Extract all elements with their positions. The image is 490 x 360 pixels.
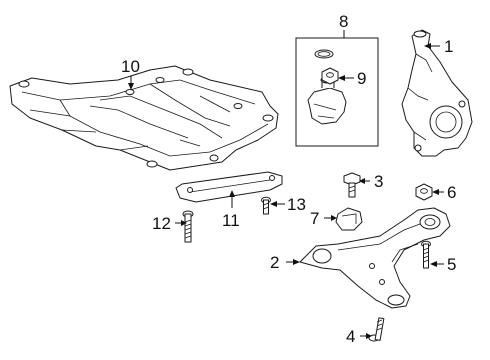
subframe-bolt bbox=[182, 210, 194, 243]
ball-joint-kit bbox=[307, 49, 347, 125]
callout-9: 9 bbox=[357, 69, 366, 88]
callout-8: 8 bbox=[339, 12, 348, 31]
callout-13: 13 bbox=[287, 195, 306, 214]
lock-nut bbox=[415, 183, 433, 201]
castle-nut bbox=[321, 67, 339, 85]
lower-control-arm bbox=[299, 207, 451, 309]
callout-12: 12 bbox=[152, 214, 171, 233]
arm-rear-bolt bbox=[421, 240, 431, 269]
brace-bolt bbox=[261, 196, 271, 215]
callout-2: 2 bbox=[270, 253, 279, 272]
callout-1: 1 bbox=[444, 37, 453, 56]
callout-5: 5 bbox=[447, 255, 456, 274]
callout-4: 4 bbox=[346, 327, 355, 346]
ball-joint-kit-box bbox=[295, 37, 379, 147]
callout-10: 10 bbox=[121, 57, 140, 76]
subframe-crossmember bbox=[9, 65, 279, 171]
callout-11: 11 bbox=[222, 211, 240, 230]
stabilizer-brace bbox=[175, 171, 283, 203]
steering-knuckle bbox=[401, 29, 473, 157]
leader-lines bbox=[128, 30, 444, 339]
callout-7: 7 bbox=[310, 209, 319, 228]
callout-labels: 1 2 3 4 5 6 7 8 9 10 11 12 13 bbox=[121, 12, 456, 346]
callout-6: 6 bbox=[447, 183, 456, 202]
arm-bushing bbox=[335, 207, 363, 231]
callout-3: 3 bbox=[374, 172, 383, 191]
arm-front-bolt bbox=[368, 317, 385, 342]
ball-joint-bolt bbox=[343, 172, 361, 198]
